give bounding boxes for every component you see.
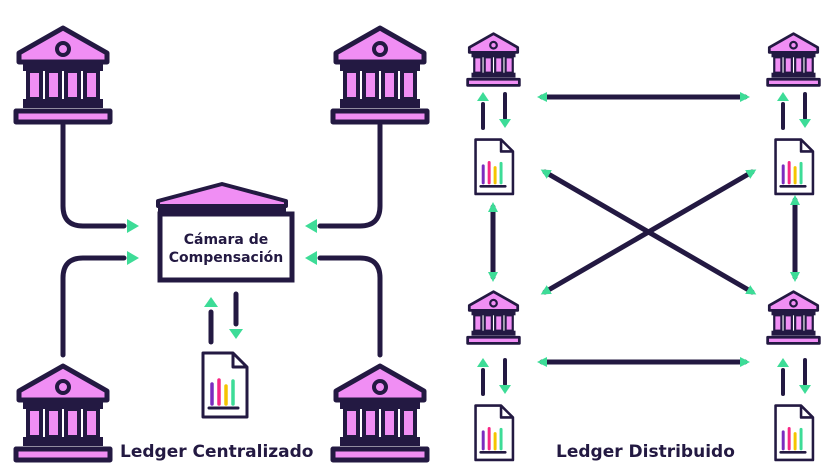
bank-icon [16,28,110,122]
ledger-document-icon [774,404,815,462]
clearing-house-label-line1: Cámara de [184,232,269,248]
node-ledger-arrows [481,92,807,396]
caption-distributed: Ledger Distribuido [556,442,735,462]
bank-icon [333,366,427,460]
hub-ledger-arrows [208,291,239,345]
ledger-document-icon [774,138,815,196]
ledger-document-icon [474,404,515,462]
bank-icon [466,32,521,87]
caption-centralized: Ledger Centralizado [120,442,314,462]
bank-icon [16,366,110,460]
clearing-house-icon [156,182,295,283]
ledger-document-icon [474,138,515,196]
bank-icon [766,290,821,345]
bank-icon [766,32,821,87]
peer-connections [488,92,800,367]
bank-icon [466,290,521,345]
clearing-house-label-line2: Compensación [169,250,283,266]
bank-icon [333,28,427,122]
ledger-document-icon [201,351,249,419]
central-connectors [60,122,383,358]
central-arrowheads [127,219,317,265]
